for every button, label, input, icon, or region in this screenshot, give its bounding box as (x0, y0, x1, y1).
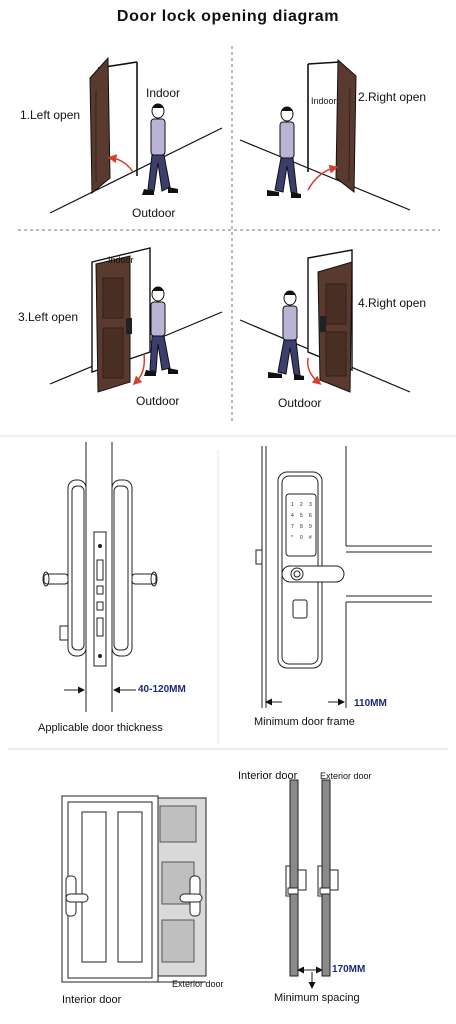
door-frame-drawing (255, 446, 432, 708)
keypad-key: 7 (291, 524, 294, 530)
keypad-key: 5 (300, 513, 303, 519)
person-figure (144, 286, 178, 376)
thickness-value: 40-120MM (138, 684, 186, 695)
spacing-exterior-label: Exterior door (320, 771, 372, 781)
label-outdoor-1: Outdoor (132, 206, 176, 220)
scene-right-open-2 (239, 58, 411, 211)
keypad-key: * (291, 535, 293, 541)
keypad-key: 3 (309, 502, 312, 508)
label-left-open-1: 1.Left open (20, 108, 81, 122)
keypad-key: 4 (291, 513, 294, 519)
swing-arrow (307, 164, 339, 191)
label-indoor-3: Indoor (108, 255, 134, 265)
person-figure (142, 103, 178, 195)
door-pair-interior-label: Interior door (62, 994, 122, 1006)
keypad-key: 2 (300, 502, 303, 508)
scene-left-open-1 (49, 56, 223, 214)
spacing-drawing (285, 779, 339, 989)
swing-arrow (306, 357, 322, 385)
label-indoor-2: Indoor (311, 96, 337, 106)
door-panel (335, 58, 357, 194)
label-right-open-4: 4.Right open (358, 296, 427, 310)
keypad-key: 6 (309, 513, 312, 519)
spacing-interior-label: Interior door (238, 770, 298, 782)
label-outdoor-4: Outdoor (278, 396, 322, 410)
keypad-key: 9 (309, 524, 312, 530)
keypad-key: # (309, 535, 312, 541)
spacing-caption: Minimum spacing (274, 992, 360, 1004)
scene-right-open-4 (239, 249, 411, 393)
door-panel (89, 56, 111, 195)
person-figure (267, 106, 301, 198)
keypad-key: 1 (291, 502, 294, 508)
label-outdoor-3: Outdoor (136, 394, 180, 408)
label-indoor-1: Indoor (146, 86, 181, 100)
label-left-open-3: 3.Left open (18, 310, 79, 324)
door-pair-exterior-label: Exterior door (172, 979, 224, 989)
frame-value: 110MM (354, 698, 387, 709)
swing-arrow (132, 353, 146, 386)
keypad-key: 0 (300, 535, 303, 541)
label-right-open-2: 2.Right open (358, 90, 427, 104)
swing-arrow (107, 154, 134, 173)
door-pair-drawing (61, 795, 207, 983)
keypad-key: 8 (300, 524, 303, 530)
page-title: Door lock opening diagram (116, 8, 340, 25)
scene-left-open-3 (49, 247, 223, 393)
person-figure (268, 290, 304, 380)
thickness-caption: Applicable door thickness (38, 722, 163, 734)
door-thickness-drawing (42, 442, 158, 712)
spacing-value: 170MM (332, 964, 366, 975)
frame-caption: Minimum door frame (254, 716, 355, 728)
